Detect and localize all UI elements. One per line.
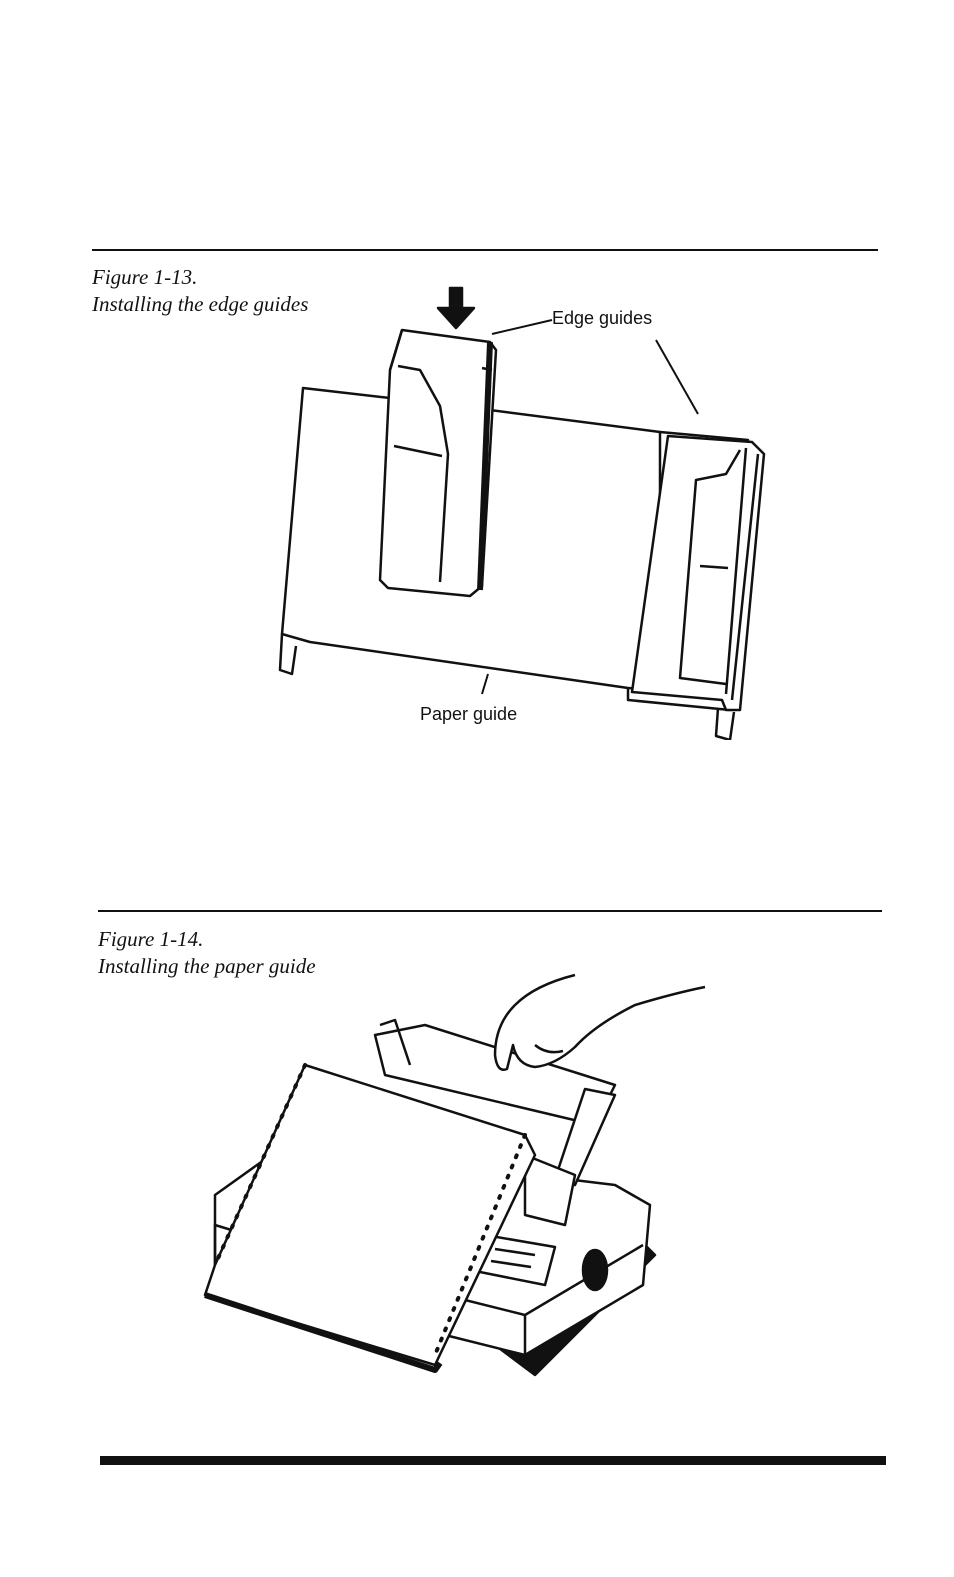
figure-1-13-title: Installing the edge guides <box>92 292 309 316</box>
bottom-rule <box>100 1456 886 1465</box>
figure-1-13-number: Figure 1-13. <box>92 265 198 289</box>
figure-1-14-number: Figure 1-14. <box>98 927 204 951</box>
figure-1-14-caption: Figure 1-14. Installing the paper guide <box>98 926 316 980</box>
middle-rule <box>98 910 882 912</box>
edge-guides-illustration: Edge guides Paper guide <box>278 286 766 740</box>
figure-1-14-title: Installing the paper guide <box>98 954 316 978</box>
paper-guide-label: Paper guide <box>420 704 517 724</box>
printer-paper-guide-illustration <box>203 973 706 1377</box>
edge-guides-label: Edge guides <box>552 308 652 328</box>
figure-1-13-caption: Figure 1-13. Installing the edge guides <box>92 264 308 318</box>
top-rule <box>92 249 878 251</box>
